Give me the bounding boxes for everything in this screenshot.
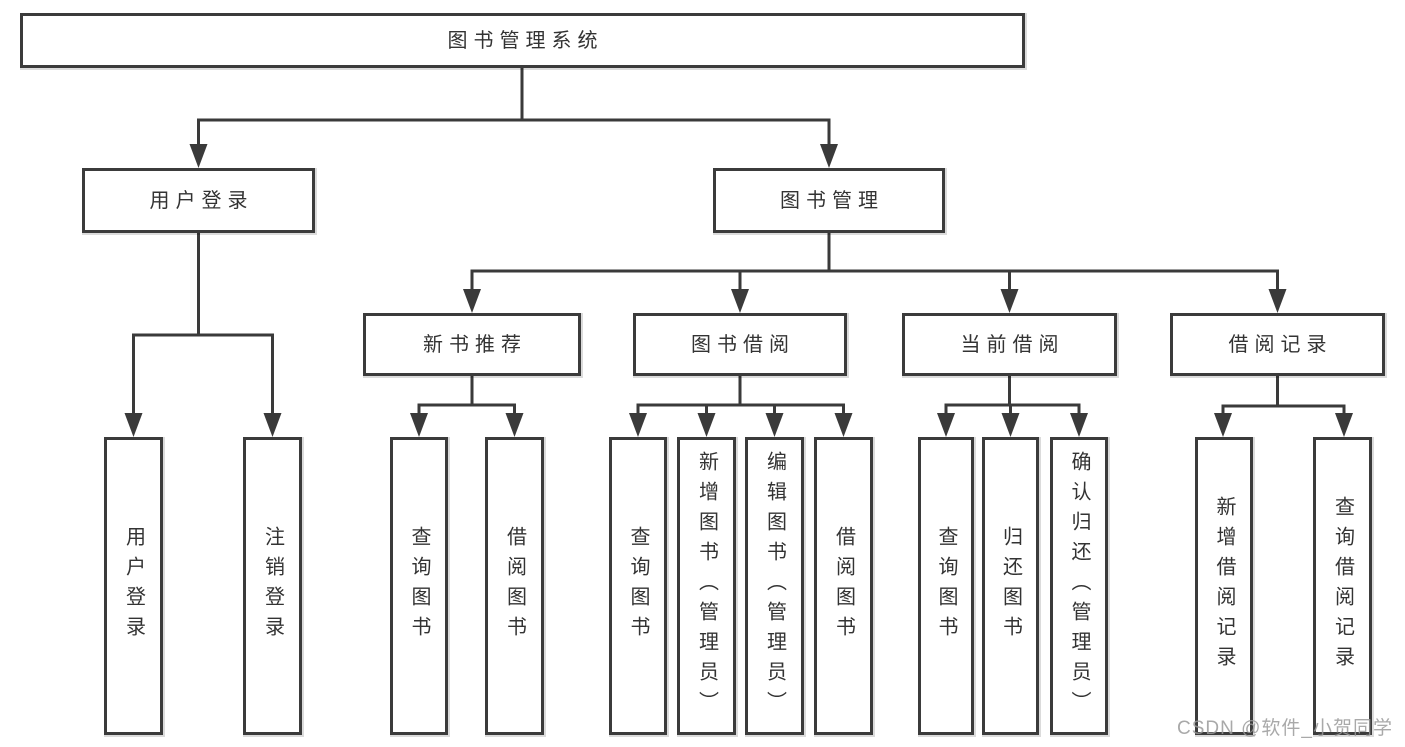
leaf-add-borrow-record: 新增借阅记录 — [1195, 437, 1253, 735]
leaf-user-login: 用户登录 — [104, 437, 163, 735]
leaf-add-book-admin: 新增图书（管理员） — [677, 437, 736, 735]
node-current-borrow: 当前借阅 — [902, 313, 1117, 376]
node-book-borrow: 图书借阅 — [633, 313, 847, 376]
node-book-management: 图书管理 — [713, 168, 945, 233]
csdn-watermark: CSDN @软件_小贺同学 — [1177, 718, 1393, 739]
leaf-query-book-borrow: 查询图书 — [609, 437, 667, 735]
leaf-edit-book-admin: 编辑图书（管理员） — [745, 437, 804, 735]
leaf-query-book-current: 查询图书 — [918, 437, 974, 735]
leaf-borrow-book-recommend: 借阅图书 — [485, 437, 544, 735]
node-borrow-record: 借阅记录 — [1170, 313, 1385, 376]
node-root: 图书管理系统 — [20, 13, 1025, 68]
leaf-query-book-recommend: 查询图书 — [390, 437, 448, 735]
leaf-logout-login: 注销登录 — [243, 437, 302, 735]
leaf-query-borrow-record: 查询借阅记录 — [1313, 437, 1372, 735]
leaf-return-book: 归还图书 — [982, 437, 1039, 735]
node-user-login: 用户登录 — [82, 168, 315, 233]
node-new-book-recommend: 新书推荐 — [363, 313, 581, 376]
leaf-confirm-return-admin: 确认归还（管理员） — [1050, 437, 1108, 735]
leaf-borrow-book: 借阅图书 — [814, 437, 873, 735]
